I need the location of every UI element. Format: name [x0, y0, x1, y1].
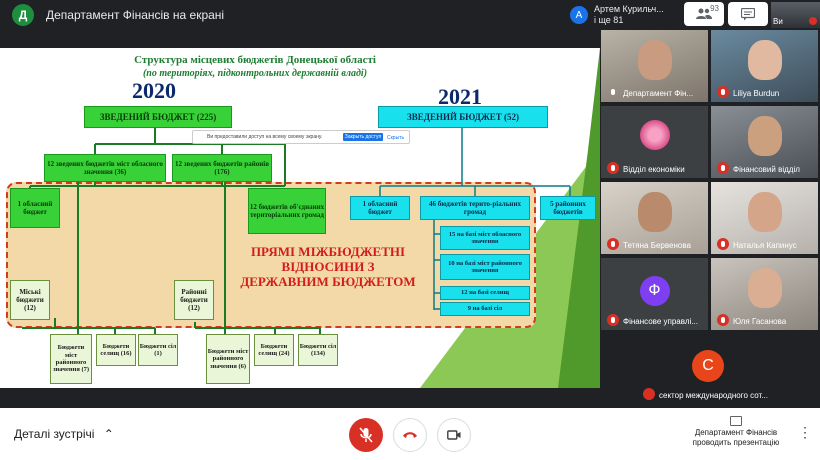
year-2020: 2020 — [132, 78, 176, 103]
box-2021-base-dist-cities: 10 на базі міст районного значення — [440, 254, 530, 280]
participant-tile[interactable]: Фінансовий відділ — [711, 106, 818, 178]
box-cities-dist-6: Бюджети міст районного значення (6) — [206, 334, 250, 384]
box-oblast-budget: 1 обласний бюджет — [10, 188, 60, 228]
flower-avatar-icon — [639, 120, 670, 150]
direct-relations-text: ПРЯМІ МІЖБЮДЖЕТНІ ВІДНОСИНИ З ДЕРЖАВНИМ … — [240, 244, 416, 289]
microphone-toggle-button[interactable] — [349, 418, 383, 452]
participant-video — [637, 192, 672, 232]
meeting-details-button[interactable]: Деталі зустрічі ⌃ — [14, 427, 114, 441]
presenter-avatar: Д — [12, 4, 34, 26]
hang-up-icon — [403, 432, 417, 438]
mic-off-icon — [359, 427, 373, 443]
stop-sharing-button[interactable]: Закрыть доступ — [343, 133, 383, 141]
box-2021-districts: 5 районних бюджетів — [540, 196, 596, 220]
participant-name: Тетяна Бервенова — [623, 241, 691, 250]
screen-share-notice: Ви предоставили доступ на всему своему э… — [192, 130, 410, 144]
box-villages-134: Бюджети сіл (134) — [298, 334, 338, 366]
chevron-up-icon: ⌃ — [103, 427, 114, 441]
participant-tile[interactable]: Юля Гасанова — [711, 258, 818, 330]
participant-video — [747, 40, 782, 80]
box-settlements-24: Бюджети селищ (24) — [254, 334, 294, 366]
participant-tile[interactable]: Департамент Фін... — [601, 30, 708, 102]
hide-notice-link[interactable]: Скрыть — [387, 135, 405, 141]
box-2021-base-villages: 9 на базі сіл — [440, 302, 530, 316]
mute-icon — [717, 86, 729, 98]
mute-icon — [607, 238, 619, 250]
camera-toggle-button[interactable] — [437, 418, 471, 452]
participant-tile[interactable]: С сектор международного сот... — [637, 332, 783, 404]
more-options-icon[interactable]: ⋮ — [798, 424, 812, 440]
bottom-bar: Деталі зустрічі ⌃ Департамент Фіна — [0, 408, 820, 460]
box-city-budgets: Міські бюджети (12) — [10, 280, 50, 320]
mute-icon — [717, 314, 729, 326]
presentation-status[interactable]: Департамент Фінансів проводить презентац… — [690, 416, 782, 448]
year-2021: 2021 — [438, 84, 482, 109]
participant-video — [637, 40, 672, 80]
box-2021-communities: 46 бюджетів терито-ріальних громад — [420, 196, 530, 220]
mute-icon — [643, 388, 655, 400]
participant-name: Liliya Burdun — [733, 89, 780, 98]
participant-name: сектор международного сот... — [659, 391, 768, 400]
slide-subtitle: (по територіях, підконтрольних державній… — [142, 68, 368, 79]
participant-video — [747, 268, 782, 308]
box-district-budgets: Районні бюджети (12) — [174, 280, 214, 320]
mute-icon — [717, 238, 729, 250]
box-2021-oblast: 1 обласний бюджет — [350, 196, 410, 220]
box-cities-oblast: 12 зведених бюджетів міст обласного знач… — [44, 154, 166, 182]
participant-tile[interactable]: Liliya Burdun — [711, 30, 818, 102]
box-2021-base-settlements: 12 на базі селищ — [440, 286, 530, 300]
people-button[interactable]: 93 — [684, 2, 724, 26]
participant-avatar: А — [570, 6, 588, 24]
camera-icon — [447, 430, 461, 440]
participant-name: Департамент Фін... — [623, 89, 694, 98]
presentation-slide: Структура місцевих бюджетів Донецької об… — [0, 48, 600, 388]
participant-name: Фінансове управлі... — [623, 317, 698, 326]
summary-budget-2021: ЗВЕДЕНИЙ БЮДЖЕТ (52) — [378, 106, 548, 128]
connector-lines — [22, 128, 571, 338]
box-otg: 12 бюджетів об'єднаних територіальних гр… — [248, 188, 326, 234]
mute-icon — [607, 314, 619, 326]
self-mute-icon — [809, 17, 817, 25]
participant-tile[interactable]: Тетяна Бервенова — [601, 182, 708, 254]
summary-budget-2020: ЗВЕДЕНИЙ БЮДЖЕТ (225) — [84, 106, 232, 128]
participant-chip[interactable]: А Артем Курильч... і ще 81 — [565, 2, 675, 28]
mute-icon — [717, 162, 729, 174]
participant-tile[interactable]: Наталья Капинус — [711, 182, 818, 254]
present-screen-icon — [730, 416, 742, 426]
leave-call-button[interactable] — [393, 418, 427, 452]
box-settlements-16: Бюджети селищ (16) — [96, 334, 136, 366]
box-2021-base-obl-cities: 15 на базі міст обласного значення — [440, 226, 530, 250]
people-icon — [696, 8, 712, 19]
top-bar: Д Департамент Фінансів на екрані А Артем… — [0, 0, 820, 30]
self-label: Ви — [773, 17, 783, 26]
participant-tile[interactable]: Відділ економіки — [601, 106, 708, 178]
presenter-title: Департамент Фінансів на екрані — [46, 8, 225, 22]
participant-name: Артем Курильч... і ще 81 — [594, 4, 664, 25]
participant-video — [747, 116, 782, 156]
participant-name: Фінансовий відділ — [733, 165, 800, 174]
slide-title: Структура місцевих бюджетів Донецької об… — [134, 54, 376, 66]
mute-icon — [607, 162, 619, 174]
participant-name: Наталья Капинус — [733, 241, 797, 250]
chat-icon — [741, 7, 755, 20]
participant-video — [747, 192, 782, 232]
people-count: 93 — [710, 4, 719, 13]
participant-avatar: С — [692, 350, 724, 382]
box-cities-dist-7: Бюджети міст районного значення (7) — [50, 334, 92, 384]
participant-avatar: Ф — [639, 276, 670, 306]
chat-button[interactable] — [728, 2, 768, 26]
self-video-thumbnail[interactable]: Ви — [771, 2, 820, 28]
box-villages-1: Бюджети сіл (1) — [138, 334, 178, 366]
participant-name: Відділ економіки — [623, 165, 685, 174]
participant-tile[interactable]: Ф Фінансове управлі... — [601, 258, 708, 330]
participant-name: Юля Гасанова — [733, 317, 787, 326]
box-districts: 12 зведених бюджетів районів (176) — [172, 154, 272, 182]
mic-on-icon — [607, 86, 619, 98]
